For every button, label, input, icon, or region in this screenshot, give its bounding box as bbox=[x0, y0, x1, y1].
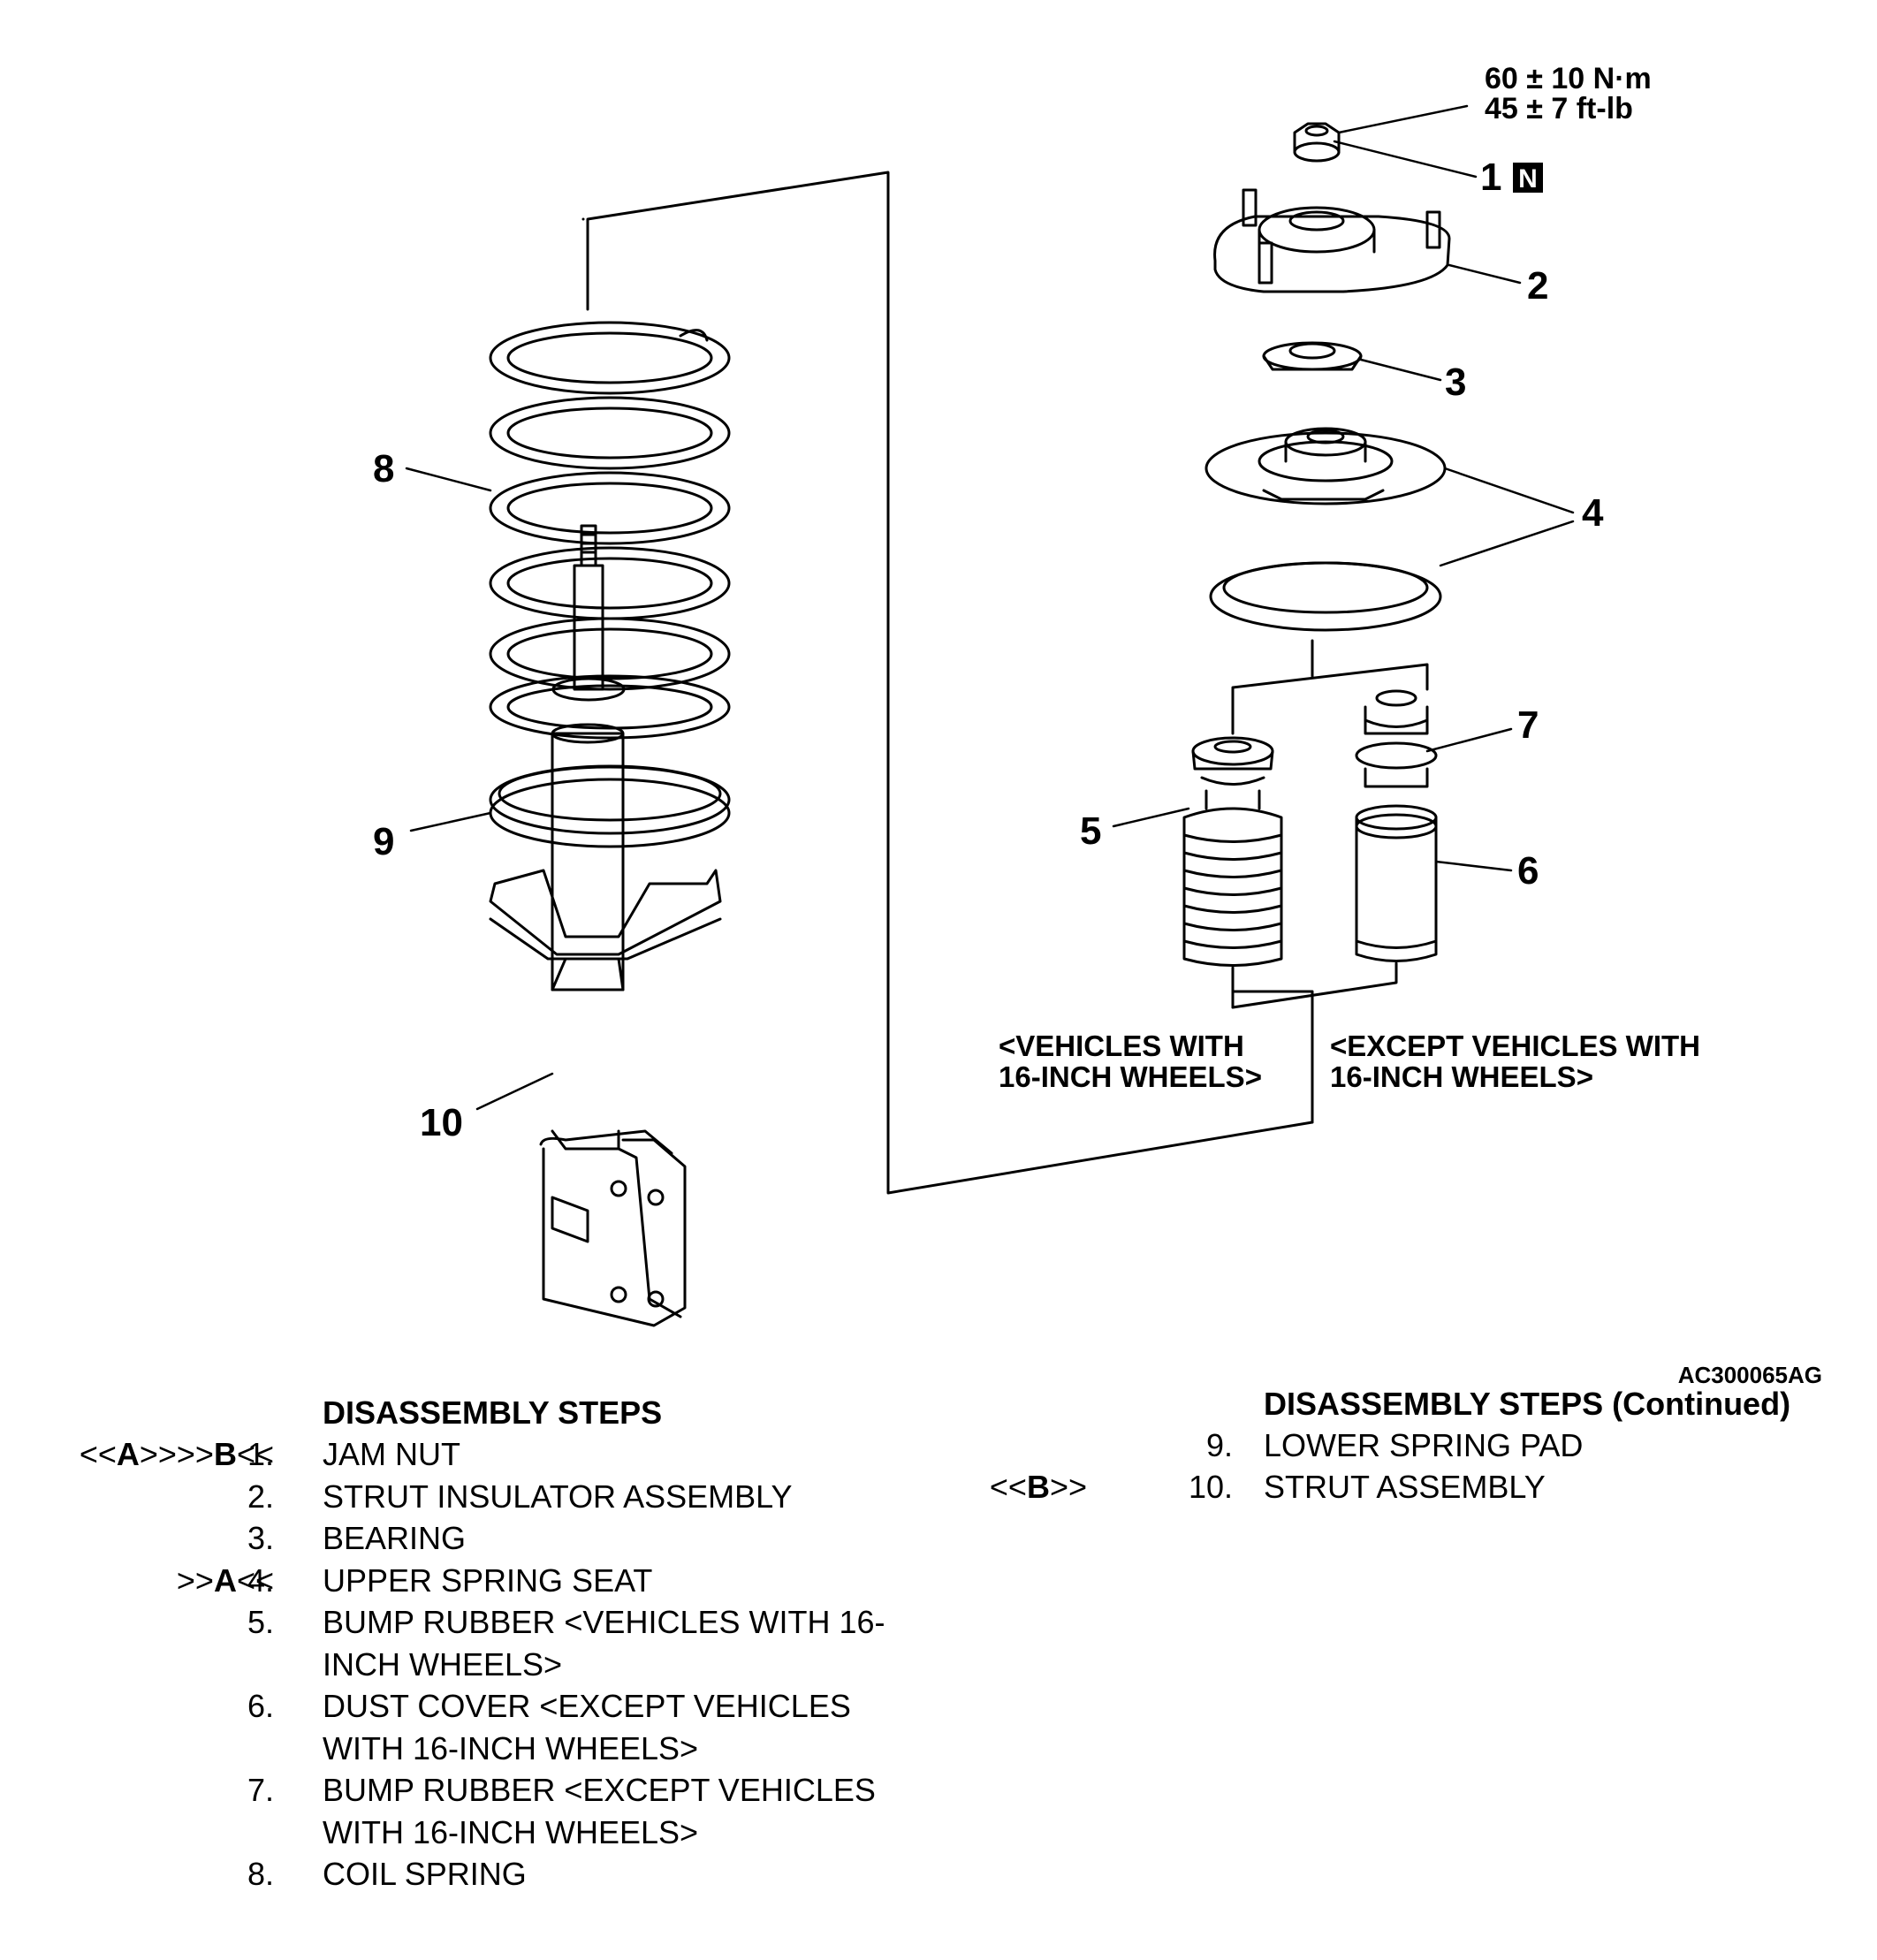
step-number: 2. bbox=[247, 1478, 274, 1515]
torque-nm: 60 ± 10 N·m bbox=[1485, 62, 1652, 95]
step-text: BEARING bbox=[323, 1520, 467, 1556]
step-text: UPPER SPRING SEAT bbox=[323, 1561, 653, 1599]
callout-5: 5 bbox=[1080, 809, 1101, 853]
service-point-arrows: << bbox=[236, 1436, 274, 1472]
dust-cover bbox=[1356, 806, 1436, 961]
step-text: DUST COVER <EXCEPT VEHICLES bbox=[323, 1688, 851, 1724]
callout-3: 3 bbox=[1445, 361, 1466, 404]
step-text: BUMP RUBBER <EXCEPT VEHICLES bbox=[323, 1772, 876, 1808]
step-item: <<B>> 10. STRUT ASSEMBLY bbox=[972, 1466, 1873, 1508]
coil-spring bbox=[490, 323, 729, 738]
jam-nut bbox=[1295, 124, 1339, 161]
new-part-badge-letter: N bbox=[1518, 164, 1538, 194]
service-point-letter: A bbox=[213, 1561, 237, 1599]
service-point-arrows: << bbox=[236, 1561, 274, 1599]
upper-spring-seat bbox=[1206, 429, 1445, 630]
step-text: BUMP RUBBER <VEHICLES WITH 16- bbox=[323, 1604, 885, 1640]
step-text: JAM NUT bbox=[323, 1436, 460, 1472]
step-item: 8. COIL SPRING bbox=[0, 1853, 972, 1895]
step-number: 7. bbox=[247, 1772, 274, 1808]
step-item: 7. BUMP RUBBER <EXCEPT VEHICLES WITH 16-IN… bbox=[0, 1769, 972, 1853]
steps-right: DISASSEMBLY STEPS (Continued) 9. LOWER SP… bbox=[972, 1383, 1873, 1560]
step-number: 1. bbox=[247, 1436, 274, 1472]
service-point-arrows: << bbox=[989, 1469, 1027, 1505]
callout-10: 10 bbox=[420, 1101, 463, 1144]
step-number: 10. bbox=[1188, 1469, 1233, 1505]
callout-4: 4 bbox=[1582, 491, 1604, 535]
new-part-badge bbox=[1513, 163, 1543, 193]
step-text: STRUT ASSEMBLY bbox=[1264, 1469, 1546, 1505]
service-point-mark: <<B>> bbox=[990, 1466, 1087, 1508]
step-item: 2. STRUT INSULATOR ASSEMBLY bbox=[0, 1476, 972, 1518]
service-point-arrows: >>>> bbox=[139, 1436, 214, 1472]
callout-1: 1 bbox=[1480, 156, 1501, 199]
callout-7: 7 bbox=[1517, 703, 1539, 747]
step-text: WITH 16-INCH WHEELS> bbox=[323, 1729, 699, 1766]
variant-connector-top bbox=[1233, 641, 1427, 733]
step-number: 6. bbox=[247, 1688, 274, 1724]
step-text: STRUT INSULATOR ASSEMBLY bbox=[323, 1478, 793, 1515]
steps-left-title: DISASSEMBLY STEPS bbox=[323, 1394, 663, 1431]
bump-rubber-except-16in bbox=[1356, 691, 1436, 786]
strut-exploded-diagram: 60 ± 10 N·m 45 ± 7 ft-lb 1 N 2 3 4 5 6 7… bbox=[373, 62, 1822, 1388]
step-text: LOWER SPRING PAD bbox=[1264, 1427, 1584, 1463]
step-number: 9. bbox=[1205, 1427, 1233, 1463]
step-item: 3. BEARING bbox=[0, 1517, 972, 1560]
bearing bbox=[1264, 343, 1361, 369]
step-text: WITH 16-INCH WHEELS> bbox=[323, 1813, 699, 1850]
note-vehicles-16-line1: <VEHICLES WITH bbox=[999, 1029, 1244, 1062]
note-except-16-line1: <EXCEPT VEHICLES WITH bbox=[1330, 1029, 1700, 1062]
service-point-arrows: >> bbox=[1049, 1469, 1087, 1505]
step-item: 5. BUMP RUBBER <VEHICLES WITH 16- INCH WHE… bbox=[0, 1601, 972, 1685]
torque-ftlb: 45 ± 7 ft-lb bbox=[1485, 92, 1633, 125]
note-vehicles-16-line2: 16-INCH WHEELS> bbox=[999, 1060, 1262, 1093]
service-point-letter: B bbox=[1026, 1469, 1050, 1505]
figure-id: AC300065AG bbox=[1678, 1362, 1822, 1388]
step-item: >>A<<4. UPPER SPRING SEAT bbox=[0, 1560, 972, 1602]
step-number: 8. bbox=[247, 1856, 274, 1892]
service-point-letter: A bbox=[116, 1436, 140, 1472]
strut-assembly bbox=[490, 526, 720, 1326]
callout-9: 9 bbox=[373, 820, 394, 863]
step-number: 4. bbox=[247, 1561, 274, 1599]
bump-rubber-16in bbox=[1184, 738, 1281, 966]
step-number: 3. bbox=[247, 1520, 274, 1556]
strut-insulator bbox=[1215, 190, 1449, 292]
service-point-arrows: << bbox=[79, 1436, 117, 1472]
step-text: INCH WHEELS> bbox=[323, 1645, 563, 1683]
service-point-mark: >>A<< bbox=[177, 1560, 274, 1601]
step-text: COIL SPRING bbox=[323, 1856, 527, 1892]
note-except-16-line2: 16-INCH WHEELS> bbox=[1330, 1060, 1593, 1093]
step-item: 6. DUST COVER <EXCEPT VEHICLES WITH 16-INC… bbox=[0, 1685, 972, 1769]
service-point-letter: B bbox=[213, 1436, 237, 1472]
callout-2: 2 bbox=[1527, 264, 1548, 308]
service-point-mark: <<A>>>>B<< bbox=[80, 1433, 274, 1475]
step-item: <<A>>>>B<<1.JAM NUT bbox=[0, 1433, 972, 1476]
step-number: 5. bbox=[247, 1604, 274, 1640]
leader-lines bbox=[407, 106, 1573, 1109]
service-point-arrows: >> bbox=[176, 1561, 214, 1599]
lower-spring-pad bbox=[490, 766, 729, 847]
callout-6: 6 bbox=[1517, 849, 1539, 893]
callout-8: 8 bbox=[373, 447, 394, 490]
step-item: 9. LOWER SPRING PAD bbox=[972, 1424, 1873, 1466]
variant-connector-bottom bbox=[1233, 963, 1396, 1122]
steps-right-title: DISASSEMBLY STEPS (Continued) bbox=[1264, 1386, 1791, 1422]
